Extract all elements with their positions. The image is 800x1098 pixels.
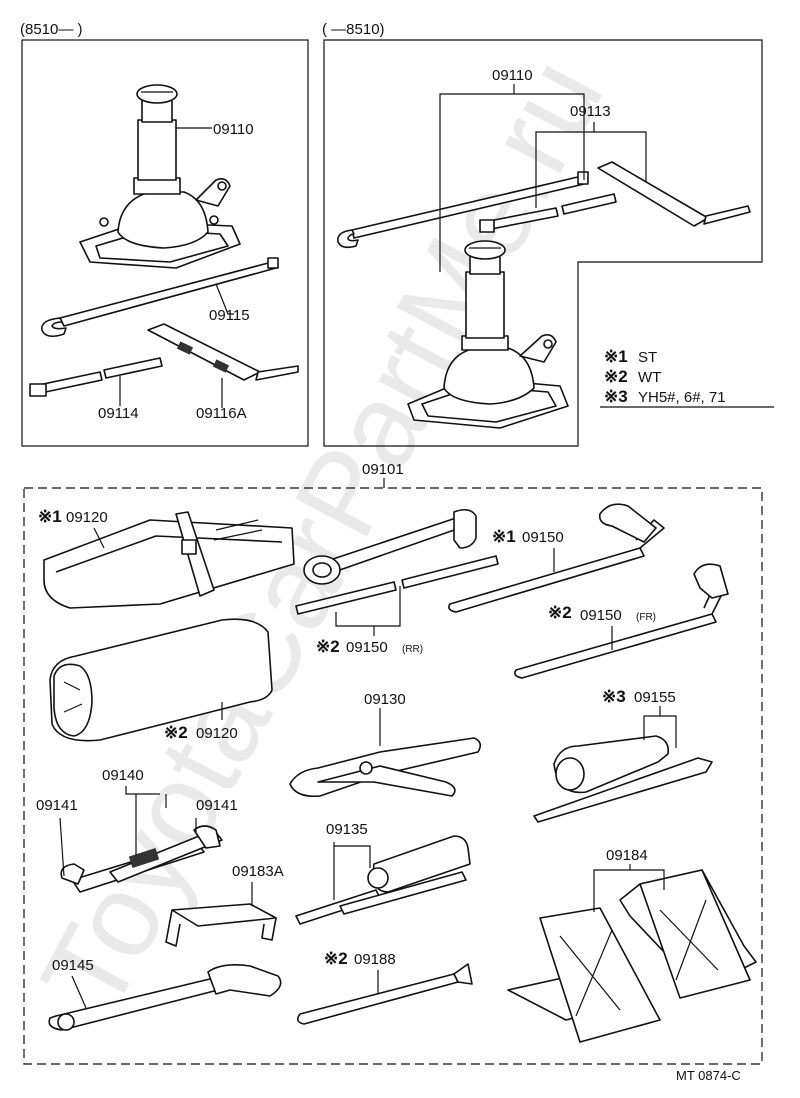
leader-09184-b <box>630 869 665 890</box>
leader-09135-b <box>334 845 371 868</box>
leader-09113-a <box>535 122 595 208</box>
part-label-09120-bottom: 09120 <box>196 725 238 742</box>
leader-09110-right-b <box>514 93 585 180</box>
part-label-09113: 09113 <box>570 103 611 120</box>
wheel-nut-wrench-rr <box>295 508 499 615</box>
tool-bag-09120 <box>49 618 273 742</box>
legend-mark-1: ※1 <box>604 347 628 366</box>
part-label-09114: 09114 <box>98 405 139 422</box>
part-label-09141-right: 09141 <box>196 797 238 814</box>
legend-code-1: ST <box>638 349 657 366</box>
part-label-09120-top: 09120 <box>66 509 108 526</box>
screwdriver-09135 <box>295 835 471 925</box>
mark-09150-rr: ※2 <box>316 637 340 656</box>
handle-extension-right <box>479 193 617 233</box>
part-label-09110-right: 09110 <box>492 67 533 84</box>
leader-09155-b <box>660 715 677 748</box>
leader-09155-a <box>643 706 661 740</box>
screw-jack-right <box>407 240 569 429</box>
wheel-chocks-09184 <box>507 869 757 1043</box>
legend-code-3: YH5#, 6#, 71 <box>638 389 726 406</box>
tool-roll-bag-09120 <box>43 511 295 609</box>
wheel-nut-wrench-fr <box>514 563 729 679</box>
bracket-09183a <box>165 903 277 947</box>
leader-09145 <box>71 975 87 1009</box>
leader-09120-top <box>93 527 105 549</box>
part-label-09155: 09155 <box>634 689 676 706</box>
leader-09113-b <box>594 131 647 182</box>
leader-09115 <box>215 283 234 315</box>
legend-mark-2: ※2 <box>604 367 628 386</box>
mark-09150-fr: ※2 <box>548 603 572 622</box>
tire-lever-09188 <box>296 963 473 1025</box>
mark-09155: ※3 <box>602 687 626 706</box>
adjustable-wrench-09145 <box>48 964 282 1031</box>
legend-mark-3: ※3 <box>604 387 628 406</box>
handle-extension-09114 <box>29 357 163 397</box>
mark-09120-bottom: ※2 <box>164 723 188 742</box>
pliers-09130 <box>289 737 482 798</box>
tool-kit-frame <box>23 487 763 1065</box>
plug-wrench-09155 <box>533 735 713 823</box>
part-label-09130: 09130 <box>364 691 406 708</box>
part-label-09188: 09188 <box>354 951 396 968</box>
set-number: 09101 <box>362 461 404 478</box>
leader-09110-right-a <box>439 84 515 272</box>
jack-wrench-right <box>597 161 751 227</box>
part-label-09183a: 09183A <box>232 863 284 880</box>
leader-09141-left <box>59 817 65 877</box>
part-label-09110-left: 09110 <box>213 121 254 138</box>
left-panel-range: (8510— ) <box>20 21 83 38</box>
part-label-09115: 09115 <box>209 307 250 324</box>
jack-handle-right <box>336 171 589 249</box>
legend-code-2: WT <box>638 369 661 386</box>
drawing-reference: MT 0874-C <box>676 1068 741 1083</box>
part-label-09145: 09145 <box>52 957 94 974</box>
part-label-09150-rr: 09150 <box>346 639 388 656</box>
mark-09120-top: ※1 <box>38 507 62 526</box>
part-suffix-fr: (FR) <box>636 612 656 623</box>
mark-09150-st: ※1 <box>492 527 516 546</box>
leader-09140 <box>125 786 160 795</box>
jack-wrench-09116a <box>147 323 299 381</box>
part-label-09150-fr: 09150 <box>580 607 622 624</box>
left-panel-frame <box>21 39 309 447</box>
leader-09150-rr-b <box>374 586 401 627</box>
wheel-nut-wrench-st <box>448 503 665 613</box>
part-label-09141-left: 09141 <box>36 797 78 814</box>
mark-09188: ※2 <box>324 949 348 968</box>
screw-jack-left <box>79 84 241 269</box>
part-suffix-rr: (RR) <box>402 644 423 655</box>
legend: ※1 ST ※2 WT ※3 YH5#, 6#, 71 <box>600 347 774 408</box>
jack-handle-09115 <box>41 257 279 338</box>
wrench-set-09140 <box>60 825 223 893</box>
part-label-09150-st: 09150 <box>522 529 564 546</box>
part-label-09135: 09135 <box>326 821 368 838</box>
right-panel-frame <box>323 39 763 447</box>
part-label-09116a: 09116A <box>196 405 247 422</box>
leader-09184-a <box>593 864 631 912</box>
right-panel-range: ( —8510) <box>322 21 385 38</box>
part-label-09184: 09184 <box>606 847 648 864</box>
leader-09150-rr-a <box>335 612 375 636</box>
part-label-09140: 09140 <box>102 767 144 784</box>
